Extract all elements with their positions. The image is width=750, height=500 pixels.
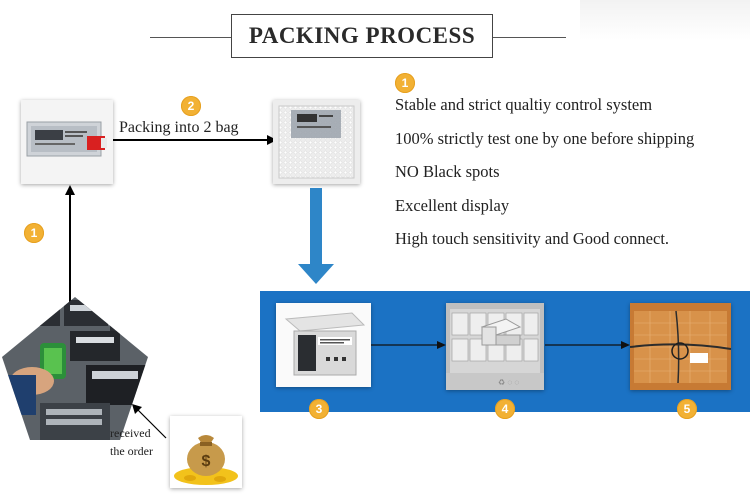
- page-title: PACKING PROCESS: [248, 23, 476, 48]
- down-arrow: [298, 188, 334, 284]
- retail-box-image: [276, 303, 371, 387]
- bagged-screen-photo: [21, 100, 113, 184]
- feature-item: NO Black spots: [395, 162, 500, 181]
- money-bag-icon: $: [170, 416, 242, 488]
- wrapped-carton-photo: [630, 303, 731, 390]
- title-box: PACKING PROCESS: [231, 14, 493, 58]
- feature-item: 100% strictly test one by one before shi…: [395, 129, 695, 148]
- received-label-line2: the order: [110, 444, 153, 458]
- bubble-bag-image: [278, 105, 355, 179]
- title-rule-left: [150, 37, 231, 38]
- right-arrow: [113, 135, 277, 145]
- wrapped-carton-image: [630, 303, 731, 390]
- step-3-badge: 3: [309, 399, 329, 419]
- step-arrow-1: [371, 341, 446, 349]
- carton-photo: ♻ ◌ ◌: [446, 303, 544, 390]
- pointer-arrow: [132, 404, 167, 439]
- svg-text:♻ ◌ ◌: ♻ ◌ ◌: [498, 378, 519, 387]
- feature-item: High touch sensitivity and Good connect.: [395, 229, 670, 248]
- arrow-label: Packing into 2 bag: [119, 119, 239, 136]
- received-label-line1: received: [110, 426, 151, 440]
- feature-badge: 1: [395, 73, 415, 93]
- background-glow: [580, 0, 750, 40]
- feature-item: Stable and strict qualtiy control system: [395, 95, 653, 114]
- bubble-bag-photo: [273, 100, 360, 184]
- bagged-screen-image: [26, 121, 107, 157]
- order-inspection-photo: [2, 297, 148, 440]
- feature-item: Excellent display: [395, 196, 510, 215]
- step-arrow-2: [545, 341, 630, 349]
- step-1-badge: 1: [24, 223, 44, 243]
- step-5-badge: 5: [677, 399, 697, 419]
- title-rule-right: [493, 37, 566, 38]
- step-4-badge: 4: [495, 399, 515, 419]
- carton-image: ♻ ◌ ◌: [446, 303, 544, 390]
- svg-text:$: $: [202, 453, 211, 470]
- retail-box-photo: [276, 303, 371, 387]
- money-bag-card: $: [170, 416, 242, 488]
- up-arrow: [65, 185, 75, 303]
- step-2-badge: 2: [181, 96, 201, 116]
